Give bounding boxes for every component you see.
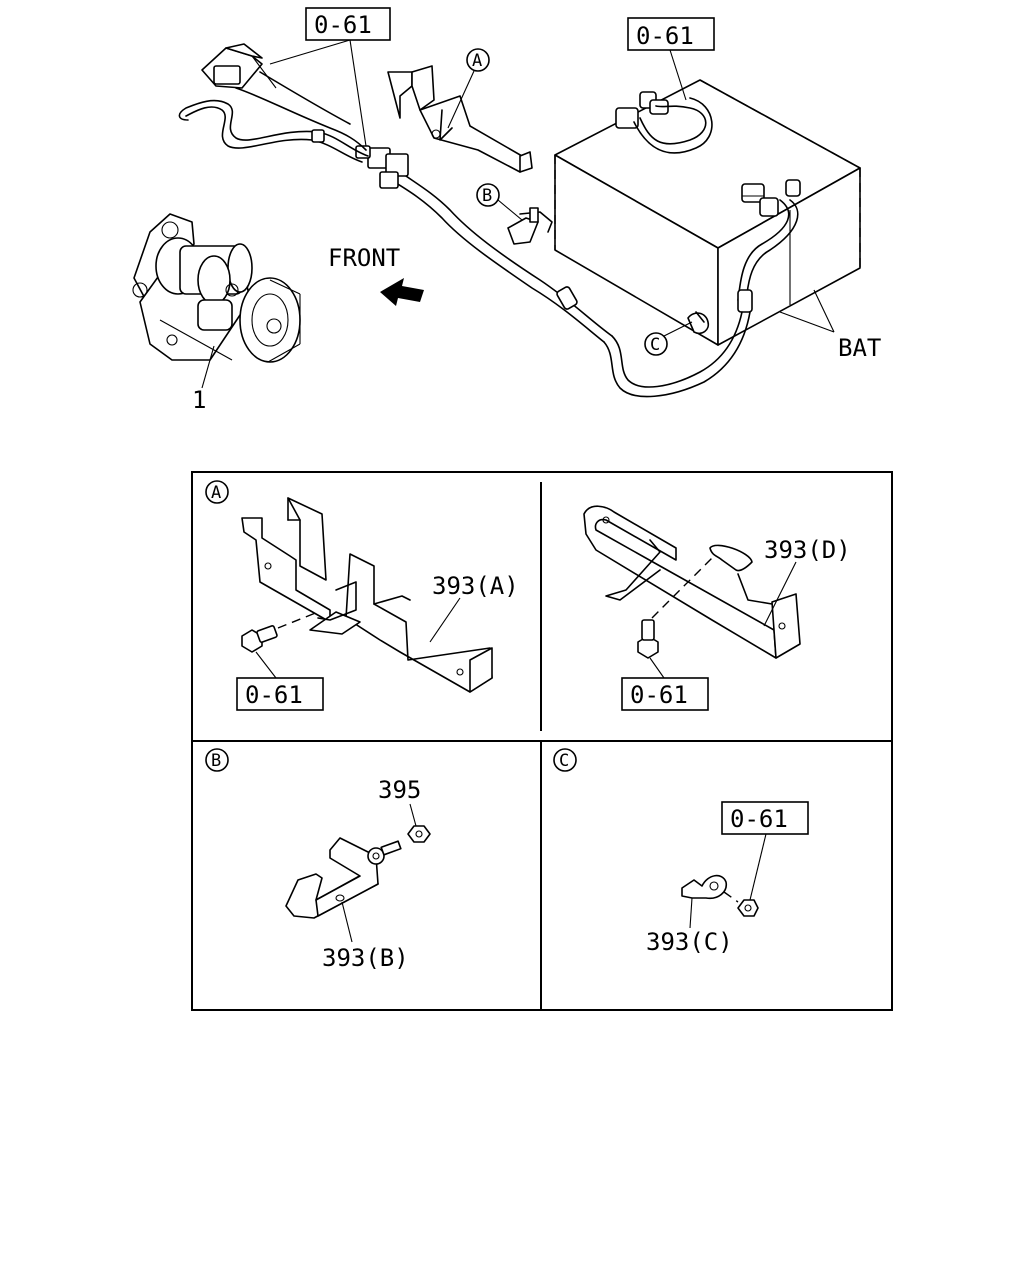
detail-frame	[191, 471, 893, 1011]
detail-b-title: B	[211, 751, 221, 771]
battery-label: BAT	[838, 334, 881, 362]
part-393c-label: 393(C)	[646, 928, 733, 956]
detail-c-badge	[553, 748, 577, 772]
ref-box-detail-c	[721, 801, 809, 835]
ref-box-detail-a-left	[236, 677, 324, 711]
battery-terminal-negative	[741, 179, 801, 217]
bracket-393b	[285, 837, 385, 919]
callout-b-top	[476, 183, 500, 207]
detail-b: B 395 393(B)	[205, 748, 431, 972]
detail-a: A 393(A) 0-61	[205, 480, 851, 711]
bolt-b	[380, 840, 402, 856]
harness-block	[201, 43, 277, 89]
detail-c: C 0-61 393(C)	[553, 748, 809, 956]
detail-c-title: C	[559, 751, 569, 771]
detail-b-badge	[205, 748, 229, 772]
clip-b-top	[507, 207, 553, 245]
svg-text:C: C	[650, 335, 660, 355]
top-assembly-view: FRONT 0-61 0-61 A B C BAT 1	[132, 7, 881, 414]
bolt-d	[637, 619, 659, 659]
bracket-a-top	[387, 65, 533, 173]
callout-c-top	[644, 332, 668, 356]
callout-a-top	[466, 48, 490, 72]
front-label: FRONT	[328, 244, 400, 272]
ref-detail-a-left: 0-61	[245, 681, 303, 709]
ref-top-left: 0-61	[314, 11, 372, 39]
bolt-a-left	[241, 625, 278, 653]
ref-box-detail-a-right	[621, 677, 709, 711]
starter-motor	[132, 213, 301, 363]
nut-c	[737, 899, 759, 917]
ref-box-top-right	[627, 17, 715, 51]
part-393a-label: 393(A)	[432, 572, 519, 600]
part-395-label: 395	[378, 776, 421, 804]
nut-395	[407, 825, 431, 843]
front-indicator: FRONT	[328, 244, 424, 306]
battery	[554, 79, 861, 346]
starter-label: 1	[192, 386, 206, 414]
bracket-393a	[241, 497, 493, 693]
ref-box-top-left	[305, 7, 391, 41]
part-393b-label: 393(B)	[322, 944, 409, 972]
ref-top-right: 0-61	[636, 22, 694, 50]
ref-detail-c: 0-61	[730, 805, 788, 833]
clip-c-top	[687, 311, 710, 335]
cable-connector	[355, 145, 409, 189]
terminal-393c	[681, 874, 728, 900]
ref-detail-a-right: 0-61	[630, 681, 688, 709]
svg-text:A: A	[472, 51, 482, 71]
part-393d-label: 393(D)	[764, 536, 851, 564]
svg-text:B: B	[482, 186, 492, 206]
bracket-393d	[583, 505, 801, 659]
detail-a-badge	[205, 480, 229, 504]
battery-terminal-positive	[615, 91, 669, 129]
detail-a-title: A	[211, 483, 221, 503]
